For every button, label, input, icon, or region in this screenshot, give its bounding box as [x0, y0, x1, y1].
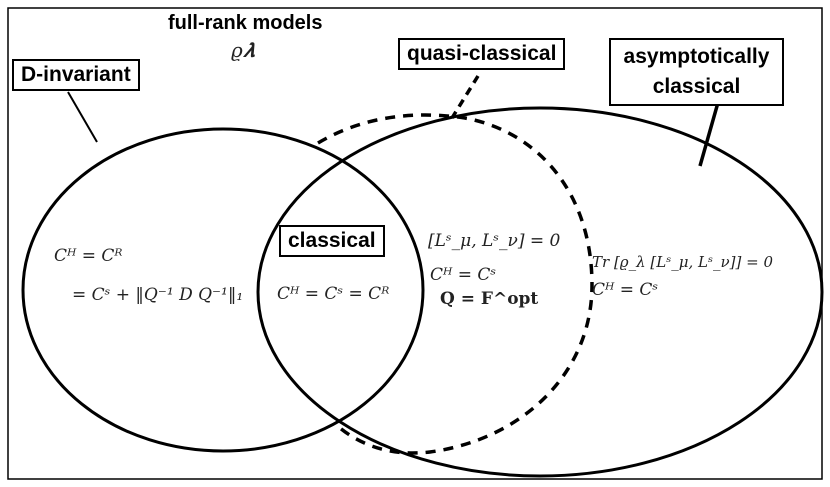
asymptotically-classical-circle — [256, 106, 824, 478]
asym-eq-line1: Tr [ϱ_λ [Lˢ_μ, Lˢ_ν]] = 0 — [592, 253, 774, 271]
page-title: full-rank models — [168, 12, 323, 34]
d-invariant-pointer — [67, 91, 98, 143]
quasi-eq-line3: Q = F^opt — [440, 289, 539, 309]
quasi-eq-line1: [Lˢ_μ, Lˢ_ν] = 0 — [428, 231, 561, 251]
quasi-classical-dashed-boundary — [317, 113, 594, 455]
classical-label: classical — [279, 225, 385, 257]
asym-eq-line2: Cᴴ = Cˢ — [592, 280, 659, 300]
asymptotic-pointer — [698, 98, 721, 167]
asym-label-line1: asymptotically — [623, 45, 770, 68]
classical-eq: Cᴴ = Cˢ = Cᴿ — [277, 284, 390, 304]
outer-frame — [7, 7, 823, 480]
asym-label-line2: classical — [652, 75, 741, 98]
d-invariant-eq-line1: Cᴴ = Cᴿ — [54, 246, 123, 266]
quasi-eq-line2: Cᴴ = Cˢ — [430, 265, 497, 285]
asymptotically-classical-label: asymptotically classical — [609, 38, 784, 106]
d-invariant-label: D-invariant — [12, 59, 140, 91]
d-invariant-eq-line2: = Cˢ + ‖Q⁻¹ D Q⁻¹‖₁ — [72, 285, 244, 305]
d-invariant-circle — [21, 127, 425, 453]
state-symbol: ϱ𝝀 — [231, 38, 255, 62]
quasi-classical-label: quasi-classical — [398, 38, 566, 70]
